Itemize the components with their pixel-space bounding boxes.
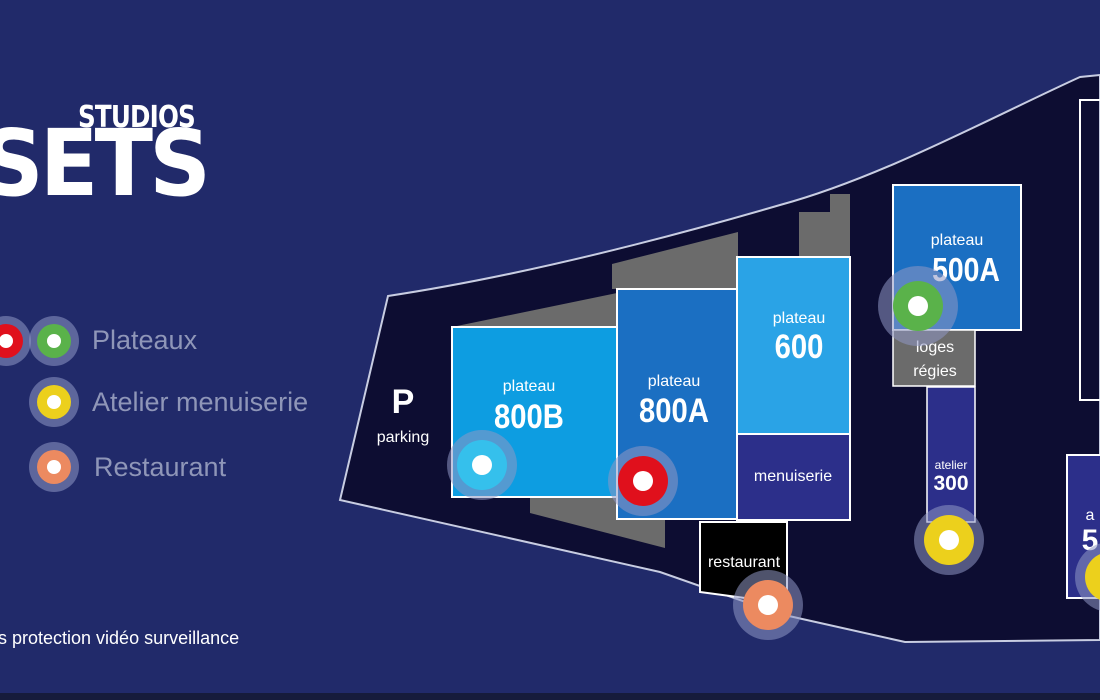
right-building-outline [1079, 99, 1100, 401]
plateau-600-label: plateau [773, 310, 826, 327]
plateau-800b-number: 800B [494, 397, 564, 436]
atelier-300-number: 300 [933, 472, 968, 495]
legend-dot-restaurant-orange [29, 442, 79, 492]
marker-plateau-green[interactable] [878, 266, 958, 346]
menuiserie-building[interactable] [736, 433, 851, 521]
right-partial-label: a [1086, 507, 1095, 524]
marker-atelier-yellow[interactable] [914, 505, 984, 575]
plateau-600-building[interactable] [736, 256, 851, 435]
marker-plateau-red[interactable] [608, 446, 678, 516]
plateau-800b-label: plateau [503, 378, 556, 395]
parking-symbol: P [392, 383, 415, 421]
parking-label: parking [377, 429, 429, 446]
plateau-800a-number: 800A [639, 391, 709, 430]
plateau-800a-label: plateau [648, 373, 701, 390]
legend-label-restaurant: Restaurant [94, 452, 227, 482]
gray-block-800b-top [452, 293, 617, 327]
atelier-300-label: atelier [935, 458, 968, 472]
legend-dot-plateaux-green [29, 316, 79, 366]
gray-block-600-tip [830, 194, 850, 214]
gray-block-800a-top [612, 232, 738, 289]
legend-label-plateaux: Plateaux [92, 325, 198, 355]
logo-sets: SETS [0, 110, 211, 217]
marker-atelier-yellow-partial[interactable] [1075, 542, 1100, 612]
marker-restaurant-orange[interactable] [733, 570, 803, 640]
gray-block-600-top [799, 212, 850, 257]
marker-plateau-cyan[interactable] [447, 430, 517, 500]
legend-label-atelier-menuiserie: Atelier menuiserie [92, 387, 309, 417]
logo-studios: STUDIOS [78, 100, 196, 135]
footer-caption: s protection vidéo surveillance [0, 628, 240, 648]
atelier-300-building[interactable] [926, 386, 976, 523]
regies-label: régies [913, 363, 957, 380]
bottom-bar [0, 693, 1100, 700]
legend-dot-plateaux-red [0, 316, 31, 366]
restaurant-label: restaurant [708, 554, 781, 571]
plateau-600-number: 600 [775, 327, 824, 366]
plateau-500a-label: plateau [931, 232, 984, 249]
legend-dot-atelier-yellow [29, 377, 79, 427]
menuiserie-label: menuiserie [754, 468, 832, 485]
